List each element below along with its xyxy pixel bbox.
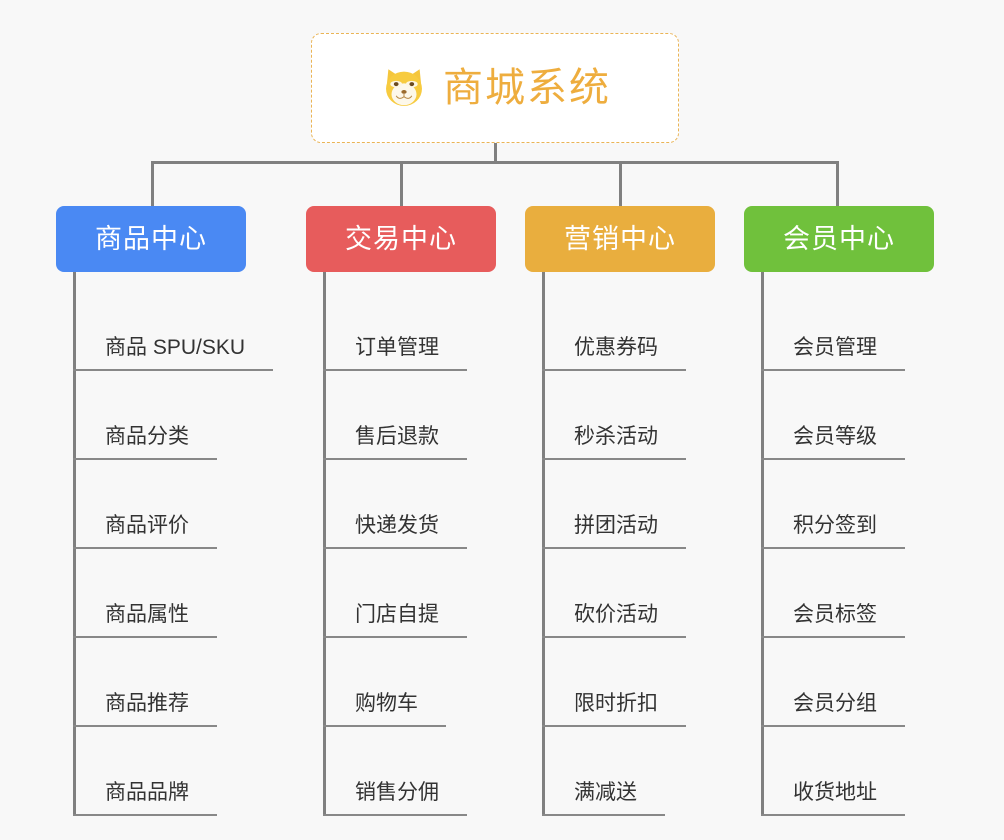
connector-drop-3: [619, 161, 622, 207]
leaf-item-label: 限时折扣: [542, 693, 686, 727]
root-title: 商城系统: [443, 66, 611, 110]
leaf-item-label: 商品品牌: [73, 782, 217, 816]
leaf-item-label: 门店自提: [323, 604, 467, 638]
connector-drop-2: [400, 161, 403, 207]
leaf-item[interactable]: 优惠券码: [542, 337, 686, 371]
leaf-trunk: [73, 272, 76, 815]
leaf-item-label: 秒杀活动: [542, 426, 686, 460]
leaf-item-label: 销售分佣: [323, 782, 467, 816]
leaf-item[interactable]: 收货地址: [761, 782, 905, 816]
leaf-trunk: [761, 272, 764, 815]
branch-node-2[interactable]: 交易中心: [306, 206, 496, 272]
leaf-item[interactable]: 积分签到: [761, 515, 905, 549]
leaf-item-label: 商品评价: [73, 515, 217, 549]
leaf-item-label: 商品推荐: [73, 693, 217, 727]
leaf-item[interactable]: 门店自提: [323, 604, 467, 638]
leaf-item[interactable]: 满减送: [542, 782, 665, 816]
connector-drop-1: [151, 161, 154, 207]
branch-label: 营销中心: [564, 223, 676, 254]
leaf-item[interactable]: 会员管理: [761, 337, 905, 371]
connector-root-stem: [494, 143, 497, 163]
root-node[interactable]: 商城系统: [311, 33, 679, 143]
branch-label: 会员中心: [783, 223, 895, 254]
connector-horizontal-bus: [151, 161, 839, 164]
leaf-item[interactable]: 商品分类: [73, 426, 217, 460]
leaf-item-label: 积分签到: [761, 515, 905, 549]
leaf-item-label: 商品 SPU/SKU: [73, 337, 274, 371]
leaf-item[interactable]: 快递发货: [323, 515, 467, 549]
leaf-item-label: 会员分组: [761, 693, 905, 727]
leaf-item-label: 商品分类: [73, 426, 217, 460]
leaf-item-label: 会员管理: [761, 337, 905, 371]
branch-node-3[interactable]: 营销中心: [525, 206, 715, 272]
leaf-item-label: 会员等级: [761, 426, 905, 460]
leaf-item-label: 收货地址: [761, 782, 905, 816]
leaf-item-label: 砍价活动: [542, 604, 686, 638]
branch-label: 交易中心: [345, 223, 457, 254]
leaf-item[interactable]: 拼团活动: [542, 515, 686, 549]
leaf-item-label: 满减送: [542, 782, 665, 816]
leaf-item[interactable]: 商品评价: [73, 515, 217, 549]
leaf-item-label: 商品属性: [73, 604, 217, 638]
leaf-item-label: 优惠券码: [542, 337, 686, 371]
leaf-item-label: 快递发货: [323, 515, 467, 549]
leaf-item[interactable]: 售后退款: [323, 426, 467, 460]
shiba-dog-icon: [379, 63, 429, 113]
branch-node-4[interactable]: 会员中心: [744, 206, 934, 272]
leaf-item[interactable]: 商品推荐: [73, 693, 217, 727]
leaf-item[interactable]: 秒杀活动: [542, 426, 686, 460]
leaf-item[interactable]: 商品品牌: [73, 782, 217, 816]
leaf-item-label: 购物车: [323, 693, 446, 727]
leaf-item[interactable]: 商品属性: [73, 604, 217, 638]
leaf-item[interactable]: 会员等级: [761, 426, 905, 460]
leaf-item[interactable]: 销售分佣: [323, 782, 467, 816]
leaf-trunk: [542, 272, 545, 815]
leaf-item[interactable]: 会员分组: [761, 693, 905, 727]
leaf-item-label: 售后退款: [323, 426, 467, 460]
leaf-item[interactable]: 订单管理: [323, 337, 467, 371]
leaf-item-label: 会员标签: [761, 604, 905, 638]
leaf-item-label: 拼团活动: [542, 515, 686, 549]
leaf-trunk: [323, 272, 326, 815]
branch-label: 商品中心: [95, 223, 207, 254]
leaf-item[interactable]: 商品 SPU/SKU: [73, 337, 274, 371]
branch-node-1[interactable]: 商品中心: [56, 206, 246, 272]
leaf-item[interactable]: 购物车: [323, 693, 446, 727]
connector-drop-4: [836, 161, 839, 207]
leaf-item[interactable]: 限时折扣: [542, 693, 686, 727]
leaf-item[interactable]: 砍价活动: [542, 604, 686, 638]
leaf-item-label: 订单管理: [323, 337, 467, 371]
leaf-item[interactable]: 会员标签: [761, 604, 905, 638]
